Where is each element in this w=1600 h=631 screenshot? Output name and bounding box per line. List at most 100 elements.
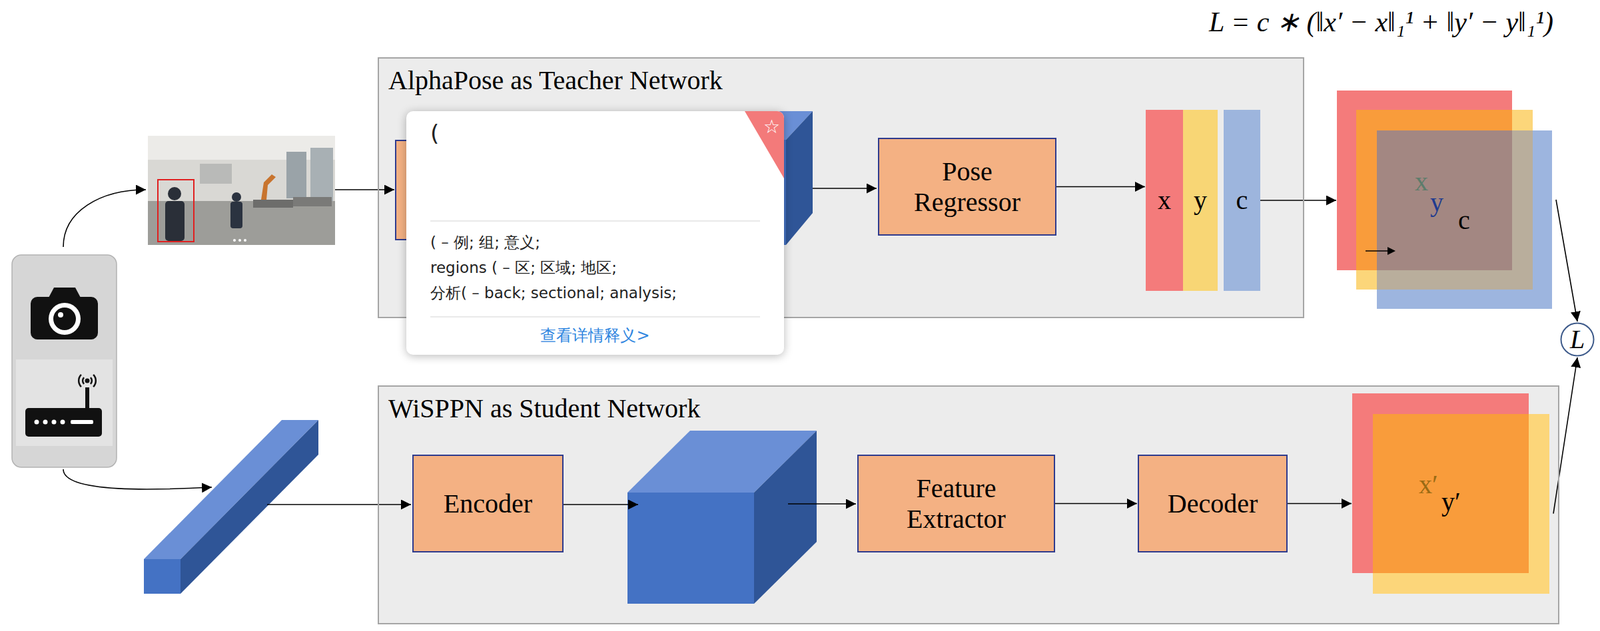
map-letter: c	[1458, 205, 1471, 236]
text-holder: ( – 例; 组; 意义;	[430, 233, 541, 252]
camera-lens	[53, 307, 76, 331]
separator-line	[430, 316, 761, 318]
router-icon	[25, 375, 102, 437]
photo-person	[165, 201, 185, 242]
student-output-maps: x′y′	[1352, 393, 1550, 595]
router-led	[60, 420, 66, 425]
favourite-corner	[744, 111, 785, 179]
feature-map	[1372, 414, 1550, 595]
detection-box	[157, 179, 194, 242]
photo-dot	[243, 239, 247, 242]
flow-arrow	[788, 503, 856, 505]
connector-arrow	[1260, 199, 1337, 202]
photo-floor	[147, 201, 336, 246]
process-box: Encoder	[412, 454, 564, 553]
wifi-arc	[78, 375, 82, 388]
output-channel: x	[1145, 109, 1184, 292]
loss-formula: L = c ∗ (‖x′ − x‖₁¹ + ‖y′ − y‖₁¹)	[1208, 6, 1554, 38]
feature-map	[1376, 130, 1513, 271]
small-arrow	[1365, 250, 1389, 252]
text-holder: regions ( – 区; 区域; 地区;	[430, 259, 617, 277]
box-label: Feature Extractor	[879, 473, 1034, 535]
cube-side	[786, 111, 813, 246]
popup-text: (	[430, 119, 439, 147]
process-box: Feature Extractor	[857, 454, 1056, 553]
photo-dot	[233, 239, 236, 242]
dictionary-popup: ( ☆ ( – 例; 组; 意义; regions ( – 区; 区域; 地区; 分析(…	[406, 111, 785, 356]
box-label: c	[1236, 185, 1249, 216]
box-label: Encoder	[443, 488, 533, 520]
flow-arrow	[63, 469, 212, 490]
map-letter: x	[1414, 166, 1429, 197]
photo-dot	[238, 239, 242, 242]
text-holder: y	[1430, 187, 1444, 218]
flow-arrow	[267, 504, 411, 506]
camera-body	[30, 297, 98, 340]
wifi-dot	[85, 379, 90, 384]
csi-input-bar	[143, 420, 319, 595]
panel-fill	[377, 385, 1560, 625]
photo-person	[167, 187, 182, 201]
router-led	[51, 420, 57, 425]
feature-map	[1376, 130, 1533, 290]
small-arrow-head	[1387, 247, 1396, 256]
wifi-arc	[90, 377, 92, 385]
box-label: Decoder	[1167, 488, 1258, 520]
panel-heading: AlphaPose as Teacher Network	[388, 65, 1294, 96]
camera-icon	[30, 287, 98, 340]
popup-text: regions ( – 区; 区域; 地区;	[430, 259, 617, 277]
popup-text: ( – 例; 组; 意义;	[430, 233, 541, 252]
photo-table	[253, 199, 294, 208]
map-letter: y′	[1441, 486, 1461, 517]
feature-map	[1336, 90, 1513, 271]
map-letter: x′	[1418, 469, 1439, 500]
loss-symbol: L	[1570, 326, 1585, 354]
connector-arrow	[1553, 357, 1578, 515]
flow-arrow	[563, 504, 639, 506]
popup-text: 查看详情释义>	[540, 326, 650, 346]
feature-map	[1356, 109, 1513, 271]
router-port	[70, 420, 94, 425]
connector-arrow	[1056, 186, 1146, 188]
feature-map	[1356, 109, 1533, 290]
label-holder: L = c ∗ (‖x′ − x‖₁¹ + ‖y′ − y‖₁¹)	[1208, 5, 1554, 38]
output-channel: y	[1183, 109, 1218, 292]
photo-person	[230, 201, 243, 229]
loss-circle-outline	[1561, 323, 1595, 357]
teacher-output-maps: xyc	[1336, 90, 1553, 310]
text-holder: ☆	[763, 116, 781, 138]
scene-photo	[147, 135, 336, 246]
box-label: x	[1157, 185, 1172, 216]
camera-lens-glint	[57, 312, 64, 318]
photo-ceiling	[147, 135, 336, 160]
photo-screen	[199, 163, 232, 184]
router-ground	[15, 359, 113, 447]
box-label: Pose Regressor	[890, 156, 1044, 218]
text-holder: x	[1414, 166, 1429, 198]
photo-person	[231, 192, 242, 202]
device-panel-ground	[11, 255, 117, 468]
popup-text: 分析( – back; sectional; analysis;	[430, 284, 677, 302]
popup-decor	[406, 111, 785, 356]
network-panel: WiSPPN as Student NetworkEncoderFeature …	[377, 385, 1560, 625]
text-holder: y′	[1441, 486, 1461, 518]
wifi-arc	[82, 377, 84, 385]
separator-line	[430, 220, 761, 222]
photo-robot-arm	[261, 174, 276, 200]
photo-table	[293, 197, 332, 207]
map-letter: y	[1430, 187, 1444, 218]
wifi-arc	[93, 375, 96, 388]
flow-arrow	[335, 189, 395, 191]
router-led	[34, 420, 40, 425]
text-holder: x′	[1418, 469, 1439, 501]
connector-arrow	[1055, 503, 1138, 505]
router-led	[43, 420, 48, 425]
process-box: Pose Regressor	[877, 137, 1057, 236]
device-panel	[11, 255, 117, 468]
text-holder: 查看详情释义>	[406, 327, 785, 346]
router-body	[25, 408, 102, 437]
camera-lens-ring	[48, 303, 81, 336]
feature-maps	[1336, 90, 1553, 310]
bar-side	[180, 420, 319, 595]
